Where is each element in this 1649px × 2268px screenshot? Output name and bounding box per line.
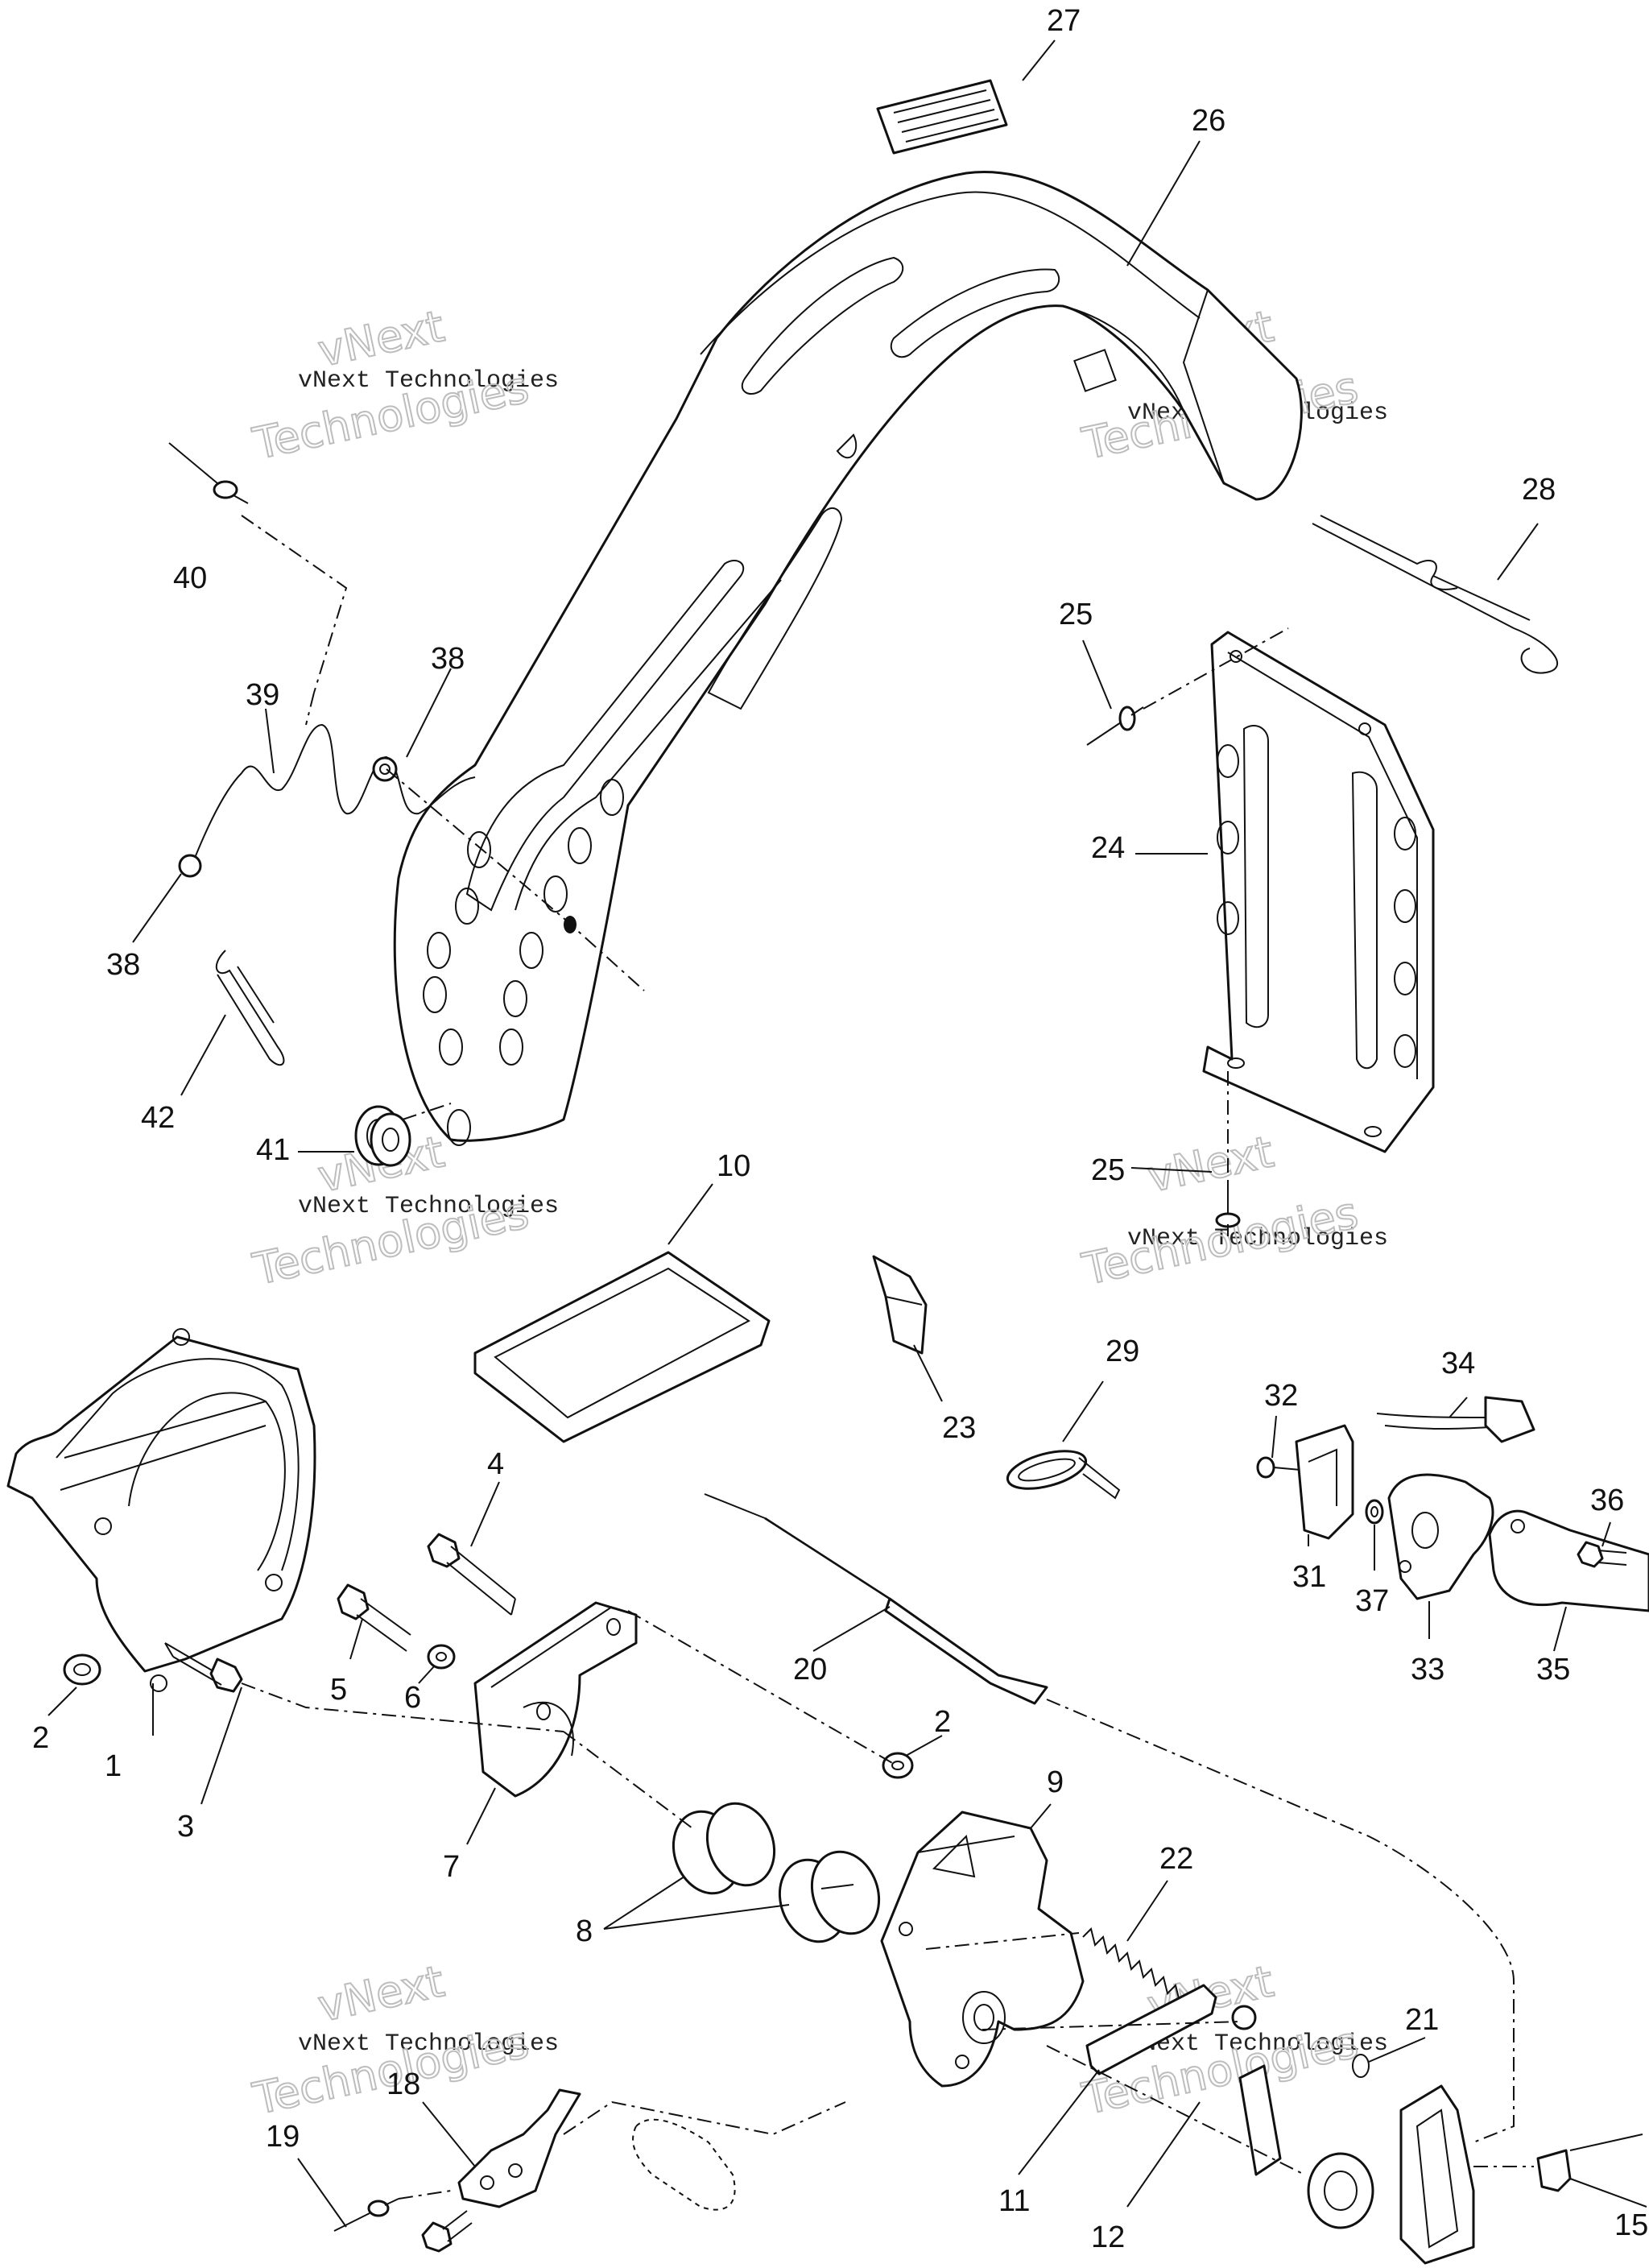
part-27-decal <box>876 79 1008 155</box>
label-23: 23 <box>942 1411 976 1445</box>
part-11-link <box>1085 1984 1217 2076</box>
part-28-cotter-pin <box>1312 515 1558 674</box>
part-2-nut-mid <box>882 1752 914 1779</box>
leader-lines <box>48 39 1647 2228</box>
label-37: 37 <box>1355 1584 1389 1618</box>
part-35-lever <box>1488 1509 1649 1612</box>
label-3: 3 <box>177 1810 194 1844</box>
label-8: 8 <box>576 1914 593 1948</box>
part-1-housing <box>6 1328 316 1692</box>
label-9: 9 <box>1047 1765 1064 1799</box>
watermark-top-left: vNext vNext Technologies Technologies <box>248 300 559 470</box>
watermark-line2: vNext Technologies <box>298 2030 559 2058</box>
label-25-bottom: 25 <box>1091 1153 1125 1187</box>
watermark-line2: vNext Technologies <box>298 367 559 395</box>
part-22-spring <box>1082 1927 1180 2002</box>
label-32: 32 <box>1264 1379 1298 1413</box>
label-22: 22 <box>1159 1842 1193 1876</box>
part-gear <box>1307 2152 1374 2229</box>
part-39-lanyard <box>178 723 476 878</box>
label-31: 31 <box>1292 1560 1326 1594</box>
part-9-bracket <box>880 1811 1085 2088</box>
label-1: 1 <box>105 1749 122 1783</box>
label-10: 10 <box>717 1149 750 1183</box>
label-15: 15 <box>1614 2208 1648 2242</box>
part-dashed <box>632 2118 736 2211</box>
label-21: 21 <box>1405 2003 1439 2037</box>
part-bolt-lower <box>421 2210 473 2253</box>
label-25-top: 25 <box>1059 598 1093 631</box>
label-12: 12 <box>1091 2220 1125 2254</box>
watermark-mid-right: vNext vNext Technologies Technologies <box>1077 1125 1388 1296</box>
part-19-pin <box>333 2198 399 2232</box>
label-29: 29 <box>1106 1335 1139 1368</box>
label-27: 27 <box>1047 4 1081 38</box>
label-18: 18 <box>386 2067 420 2101</box>
part-3-bolt <box>164 1642 243 1693</box>
alignment-lines <box>241 515 1534 2200</box>
part-15-clip <box>1536 2133 1643 2192</box>
label-4: 4 <box>487 1447 504 1481</box>
part-40-pin <box>168 442 249 504</box>
part-5-bolt <box>337 1583 411 1652</box>
part-12-lever <box>1231 2005 1282 2176</box>
part-32-screw <box>1256 1456 1301 1479</box>
part-24-plate <box>1202 631 1435 1153</box>
label-2-left: 2 <box>32 1721 49 1755</box>
watermark-line1: vNext <box>1143 1126 1278 1202</box>
part-25-rivet-bottom <box>1215 1180 1241 1236</box>
part-42-clip <box>215 950 285 1066</box>
part-2-nut-left <box>63 1653 101 1686</box>
watermark-line3: Technologies <box>1078 1187 1362 1295</box>
part-8-mount-b <box>778 1850 881 1943</box>
label-26: 26 <box>1192 104 1225 138</box>
label-5: 5 <box>330 1673 347 1707</box>
label-40: 40 <box>173 561 207 595</box>
label-42: 42 <box>141 1101 175 1135</box>
part-25-rivet-top <box>1086 706 1144 746</box>
part-33-housing <box>1387 1473 1494 1600</box>
label-28: 28 <box>1522 473 1556 507</box>
part-20-cable <box>704 1493 1048 1705</box>
part-29-cable-tie <box>1006 1450 1121 1500</box>
part-23-clip <box>872 1255 928 1355</box>
part-37-washer <box>1365 1499 1384 1525</box>
label-20: 20 <box>793 1653 827 1687</box>
part-10-gasket <box>473 1251 771 1443</box>
label-34: 34 <box>1441 1347 1475 1380</box>
part-18-bracket <box>457 2088 581 2208</box>
watermark-line1: vNext <box>314 1956 448 2031</box>
label-41: 41 <box>256 1133 290 1167</box>
label-24: 24 <box>1091 831 1125 865</box>
part-26-bracket <box>393 171 1303 1146</box>
label-7: 7 <box>443 1850 460 1884</box>
label-19: 19 <box>266 2120 300 2154</box>
part-6-nut <box>427 1644 456 1670</box>
label-36: 36 <box>1590 1484 1624 1517</box>
label-6: 6 <box>404 1681 421 1715</box>
label-11: 11 <box>998 2184 1030 2218</box>
part-8-mount-a <box>672 1802 776 1895</box>
watermark-line2: vNext Technologies <box>1127 1225 1388 1252</box>
part-4-bolt <box>427 1533 516 1616</box>
label-38-bottom: 38 <box>106 948 140 982</box>
part-31-cover <box>1295 1424 1354 1540</box>
label-35: 35 <box>1536 1653 1570 1687</box>
part-34-connector <box>1376 1396 1535 1443</box>
part-labels: 27 26 28 25 24 25 38 39 40 38 42 41 10 2… <box>32 4 1648 2254</box>
watermark-line1: vNext <box>314 300 448 376</box>
label-33: 33 <box>1411 1653 1444 1687</box>
part-41-grommet <box>354 1105 411 1167</box>
part-7-mount <box>473 1601 638 1798</box>
label-2-mid: 2 <box>934 1705 951 1739</box>
label-38-top: 38 <box>431 642 465 676</box>
part-21-plate <box>1352 2054 1475 2265</box>
label-39: 39 <box>246 678 279 712</box>
part-36-bolt <box>1577 1541 1627 1568</box>
watermark-line2: vNext Technologies <box>298 1193 559 1220</box>
